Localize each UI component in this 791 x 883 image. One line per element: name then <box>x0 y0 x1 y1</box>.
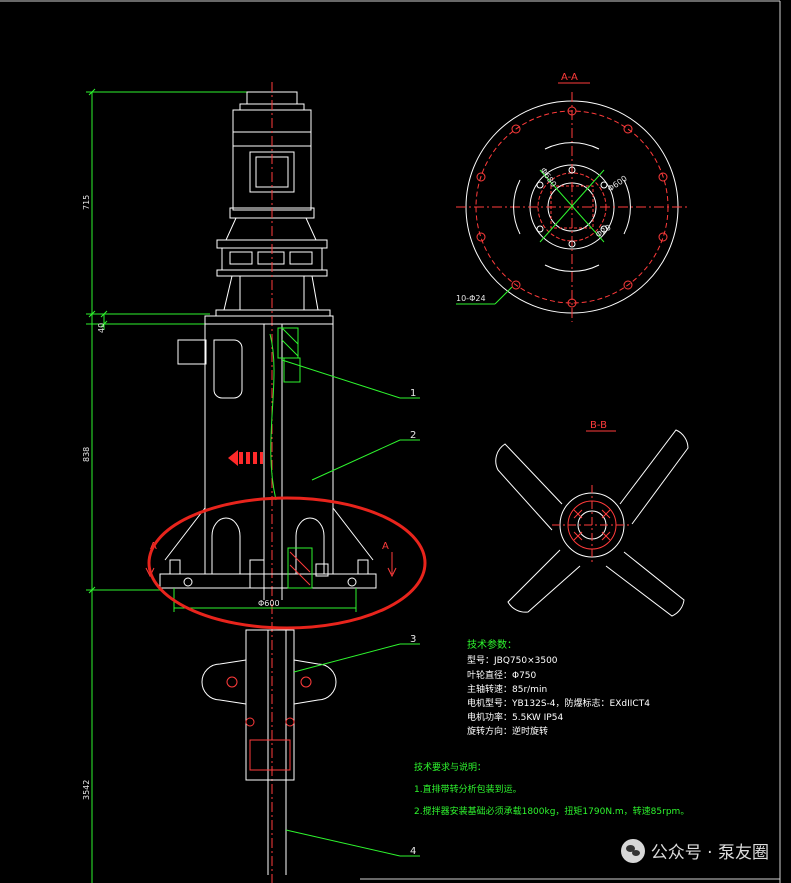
leader-1: 1 <box>410 388 416 399</box>
tech-params-title: 技术参数： <box>467 638 517 651</box>
aa-dim-680: Φ680 <box>538 166 558 189</box>
section-aa-title: A-A <box>561 72 578 83</box>
requirement-line: 1.直排带转分析包装到运。 <box>414 783 522 795</box>
reducer <box>204 217 334 325</box>
dim-715: 715 <box>82 195 91 210</box>
bb-crosshair <box>552 485 632 565</box>
tech-param-line: 叶轮直径：Φ750 <box>467 669 537 681</box>
dim-838: 838 <box>82 447 91 462</box>
section-a-right: A <box>382 541 389 552</box>
tech-param-line: 电机功率：5.5KW IP54 <box>467 711 563 723</box>
leader-2: 2 <box>410 430 416 441</box>
bolt-holes-label: 10-Φ24 <box>456 294 486 303</box>
lower-bearing <box>249 547 329 589</box>
leaders <box>281 359 420 857</box>
aa-inner-bolts <box>536 166 608 248</box>
leader-3: 3 <box>410 634 416 645</box>
shaft-curve <box>269 333 277 501</box>
rotation-arrow <box>228 450 263 466</box>
leader-4: 4 <box>410 846 416 857</box>
tank-body <box>159 323 377 589</box>
bolt-holes-leader <box>456 286 513 305</box>
requirement-line: 2.搅拌器安装基础必须承载1800kg，扭矩1790N.m，转速85rpm。 <box>414 805 689 817</box>
dim-3542: 3542 <box>82 780 91 800</box>
aa-bolt-holes <box>476 106 668 308</box>
section-aa-view <box>456 92 688 322</box>
main-shaft <box>263 324 287 875</box>
requirements-title: 技术要求与说明： <box>414 761 486 773</box>
dim-phi600: Φ600 <box>258 599 280 608</box>
tech-param-line: 旋转方向：逆时旋转 <box>467 725 548 737</box>
tech-param-line: 电机型号：YB132S-4，防爆标志：EXdIICT4 <box>467 697 650 709</box>
highlight-ellipse <box>147 496 427 630</box>
tech-param-line: 型号：JBQ750×3500 <box>467 655 558 666</box>
dim-40: 40 <box>97 323 106 333</box>
shaft-coupling <box>201 629 337 781</box>
section-bb-title: B-B <box>590 420 607 431</box>
wechat-icon <box>620 838 645 863</box>
watermark: 公众号 · 泵友圈 <box>620 838 769 863</box>
vertical-dimension-chain <box>86 88 255 883</box>
upper-bearing <box>277 327 301 383</box>
watermark-text: 公众号 · 泵友圈 <box>650 843 769 863</box>
tech-param-line: 主轴转速：85r/min <box>467 683 547 695</box>
